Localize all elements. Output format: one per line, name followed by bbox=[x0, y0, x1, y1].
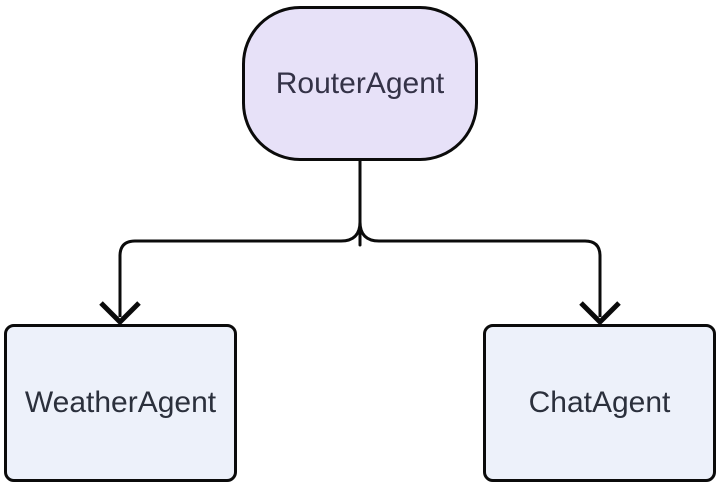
edge-router-to-chat bbox=[358, 161, 602, 317]
node-router-agent: RouterAgent bbox=[242, 6, 478, 161]
arrowhead-weather-icon bbox=[99, 301, 141, 326]
node-chat-agent-label: ChatAgent bbox=[528, 386, 671, 419]
arrowhead-chat-icon bbox=[579, 301, 621, 326]
node-weather-agent: WeatherAgent bbox=[4, 324, 237, 482]
node-router-agent-label: RouterAgent bbox=[275, 66, 445, 100]
edge-router-to-weather bbox=[118, 161, 362, 317]
node-chat-agent: ChatAgent bbox=[483, 324, 716, 482]
node-weather-agent-label: WeatherAgent bbox=[24, 386, 217, 419]
